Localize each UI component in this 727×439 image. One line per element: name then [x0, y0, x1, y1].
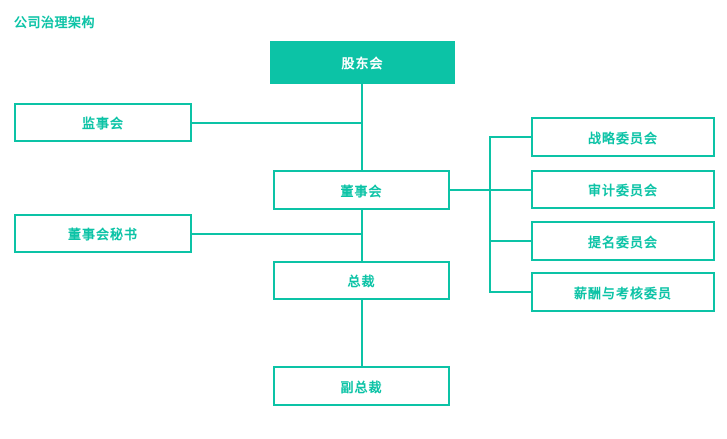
- connector-strategy-branch: [489, 136, 533, 138]
- node-strategy-committee: 战略委员会: [531, 117, 715, 157]
- connector-secretary-branch: [192, 233, 362, 235]
- node-label: 总裁: [347, 275, 376, 290]
- node-label: 提名委员会: [587, 235, 658, 251]
- page-title: 公司治理架构: [14, 16, 96, 31]
- node-label: 审计委员会: [587, 184, 658, 199]
- connector-committee-spine: [489, 137, 491, 293]
- connector-board-committees: [450, 189, 533, 191]
- node-label: 薪酬与考核委员: [573, 286, 672, 302]
- connector-nomination-branch: [489, 240, 533, 242]
- node-shareholders-meeting: 股东会: [270, 41, 455, 84]
- node-president: 总裁: [273, 261, 450, 300]
- node-remuneration-committee: 薪酬与考核委员: [531, 272, 715, 312]
- connector-shareholders-board: [361, 84, 363, 170]
- node-label: 战略委员会: [587, 131, 658, 147]
- node-audit-committee: 审计委员会: [531, 170, 715, 209]
- node-label: 副总裁: [340, 380, 383, 396]
- node-label: 董事会秘书: [67, 228, 138, 243]
- node-label: 监事会: [81, 117, 124, 132]
- node-vice-president: 副总裁: [273, 366, 450, 406]
- node-supervisory-board: 监事会: [14, 103, 192, 142]
- node-board-secretary: 董事会秘书: [14, 214, 192, 253]
- connector-supervisory-branch: [192, 122, 362, 124]
- node-nomination-committee: 提名委员会: [531, 221, 715, 261]
- connector-board-president: [361, 210, 363, 262]
- node-label: 董事会: [340, 184, 383, 200]
- connector-president-vp: [361, 300, 363, 366]
- node-board-of-directors: 董事会: [273, 170, 450, 210]
- connector-remuneration-branch: [489, 291, 533, 293]
- node-label: 股东会: [341, 57, 384, 72]
